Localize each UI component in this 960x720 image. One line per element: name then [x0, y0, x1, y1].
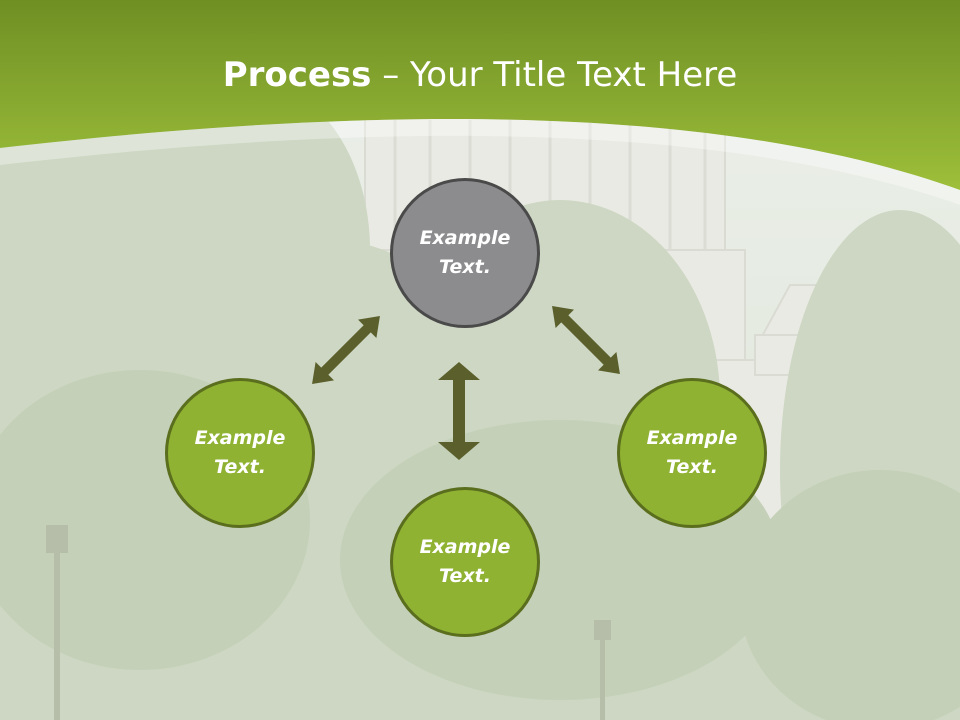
process-node-left-label: Example Text.	[194, 427, 286, 478]
slide-title-bold: Process	[222, 55, 372, 95]
process-node-right: Example Text.	[617, 378, 767, 528]
process-node-top: Example Text.	[390, 178, 540, 328]
slide-title: Process – Your Title Text Here	[0, 50, 960, 100]
lamp-post-shape	[46, 525, 611, 720]
double-arrow-vertical	[438, 362, 480, 460]
header-band	[0, 0, 960, 190]
process-node-left: Example Text.	[165, 378, 315, 528]
double-arrow-left	[312, 316, 380, 384]
process-node-bottom: Example Text.	[390, 487, 540, 637]
slide-title-rest: – Your Title Text Here	[371, 55, 738, 95]
double-arrow-right	[552, 306, 620, 374]
process-node-top-label: Example Text.	[419, 227, 511, 278]
process-node-right-label: Example Text.	[646, 427, 738, 478]
process-node-bottom-label: Example Text.	[419, 536, 511, 587]
